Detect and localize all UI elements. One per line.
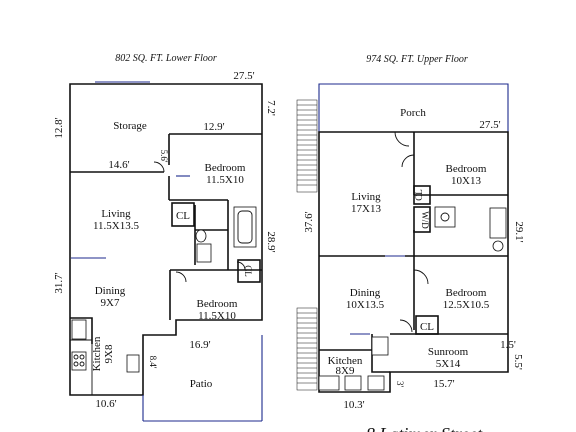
lower-living-label: Living	[101, 208, 131, 220]
lower-dim-left-side: 31.7'	[53, 272, 65, 293]
upper-dim-sunroom-w: 15.7'	[433, 378, 454, 390]
lower-outer-wall	[69, 83, 263, 396]
lower-bathtub-inner	[237, 210, 253, 244]
lower-door-arc-1	[153, 161, 165, 173]
lower-dim-hall-width: 14.6'	[108, 159, 129, 171]
lower-door-arc-2	[175, 271, 187, 283]
upper-bath-sink	[440, 212, 450, 222]
upper-toilet	[492, 240, 504, 252]
lower-toilet	[195, 229, 207, 243]
upper-bedroom2-label: Bedroom	[446, 287, 487, 299]
upper-door-arc-3	[399, 319, 413, 333]
lower-dim-hall-height: 5.6'	[159, 150, 169, 163]
upper-dim-width: 27.5'	[479, 119, 500, 131]
lower-bedroom1-label: Bedroom	[205, 162, 246, 174]
upper-counter	[318, 375, 340, 391]
upper-closet2-box	[415, 315, 439, 335]
upper-porch-label: Porch	[400, 107, 426, 119]
upper-door-arc-2	[413, 269, 429, 285]
lower-dim-bottom: 10.6'	[95, 398, 116, 410]
upper-sunroom-size: 5X14	[436, 358, 461, 370]
upper-wd-box	[413, 206, 431, 233]
lower-bedroom2-size: 11.5X10	[198, 310, 236, 322]
lower-burner-1	[73, 354, 79, 360]
lower-burner-2	[79, 354, 85, 360]
lower-closet-label: CL	[176, 210, 190, 222]
lower-dining-label: Dining	[95, 285, 126, 297]
upper-sunroom-label: Sunroom	[428, 346, 469, 358]
upper-closet1-label: CL	[414, 189, 424, 201]
upper-bedroom2-size: 12.5X10.5	[443, 299, 490, 311]
upper-dining-size: 10X13.5	[346, 299, 385, 311]
upper-sink	[367, 375, 385, 391]
lower-closet2-label: CL	[243, 265, 253, 277]
upper-stairs-top-frame	[296, 99, 318, 193]
lower-dim-top-width: 27.5'	[233, 70, 254, 82]
lower-kitchen-label: Kitchen	[91, 336, 103, 371]
lower-dim-left-storage: 12.8'	[53, 117, 65, 138]
upper-dim-kitchen-w: 10.3'	[343, 399, 364, 411]
lower-vanity	[196, 243, 212, 263]
lower-living-size: 11.5X13.5	[93, 220, 140, 232]
upper-bedroom1-label: Bedroom	[446, 163, 487, 175]
lower-burner-3	[73, 361, 79, 367]
lower-closet2-box	[237, 259, 261, 283]
upper-stairs-top	[296, 99, 318, 193]
lower-bedroom2-label: Bedroom	[197, 298, 238, 310]
lower-door-arc-3	[236, 261, 246, 271]
upper-dim-left-side: 37.6'	[303, 211, 315, 232]
lower-dim-patio-height: 8.4'	[148, 356, 158, 369]
lower-fridge	[71, 319, 87, 340]
lower-kitchen-counter	[70, 317, 93, 344]
upper-dim-sunroom-h2: 5.5'	[512, 354, 524, 370]
upper-porch-outline	[318, 83, 509, 132]
lower-kitchen-counter-inner	[70, 339, 93, 395]
lower-bathtub	[233, 206, 257, 248]
lower-stove	[71, 351, 87, 371]
upper-stove	[344, 375, 362, 391]
lower-kitchen-size: 9X8	[103, 344, 115, 363]
upper-stairs-top-treads	[297, 104, 317, 186]
lower-closet-box	[171, 202, 195, 227]
upper-door-arc-4	[401, 154, 415, 168]
upper-closet1-box	[413, 185, 431, 205]
upper-dim-right-side: 29.1'	[513, 221, 525, 242]
upper-living-label: Living	[351, 191, 381, 203]
lower-floor-caption: 802 SQ. FT. Lower Floor	[115, 53, 217, 64]
upper-bath-vanity	[434, 206, 456, 228]
upper-dining-label: Dining	[350, 287, 381, 299]
upper-dim-small: 3'	[395, 381, 405, 388]
upper-dim-sunroom-h1: 1.5'	[500, 339, 516, 351]
street-name: 8 Latimer Street	[366, 424, 483, 432]
lower-storage-label: Storage	[113, 120, 147, 132]
lower-dim-storage-inner: 12.9'	[203, 121, 224, 133]
upper-fridge	[371, 336, 389, 356]
upper-shower	[489, 207, 507, 239]
upper-floor: 974 SQ. FT. Upper Floor	[296, 54, 525, 411]
upper-closet2-label: CL	[420, 321, 434, 333]
lower-bedroom1-size: 11.5X10	[206, 174, 244, 186]
lower-dim-patio-width: 16.9'	[189, 339, 210, 351]
upper-stairs-bottom-frame	[296, 307, 318, 391]
upper-stairs-bottom	[296, 307, 318, 391]
upper-wd-label: W/D	[420, 211, 430, 229]
upper-kitchen-label: Kitchen	[328, 355, 363, 367]
lower-patio-label: Patio	[190, 378, 213, 390]
upper-living-size: 17X13	[351, 203, 381, 215]
upper-bedroom1-size: 10X13	[451, 175, 481, 187]
upper-kitchen-size: 8X9	[336, 365, 355, 377]
upper-floor-caption: 974 SQ. FT. Upper Floor	[366, 54, 468, 65]
lower-dining-size: 9X7	[101, 297, 120, 309]
lower-floor: 802 SQ. FT. Lower Floor	[53, 53, 277, 422]
upper-stairs-bottom-treads	[297, 312, 317, 384]
upper-door-arc-1	[394, 131, 410, 147]
lower-dim-right-top: 7.2'	[265, 100, 277, 116]
lower-burner-4	[79, 361, 85, 367]
lower-sink	[126, 354, 140, 373]
lower-dim-right-side: 28.9'	[265, 231, 277, 252]
